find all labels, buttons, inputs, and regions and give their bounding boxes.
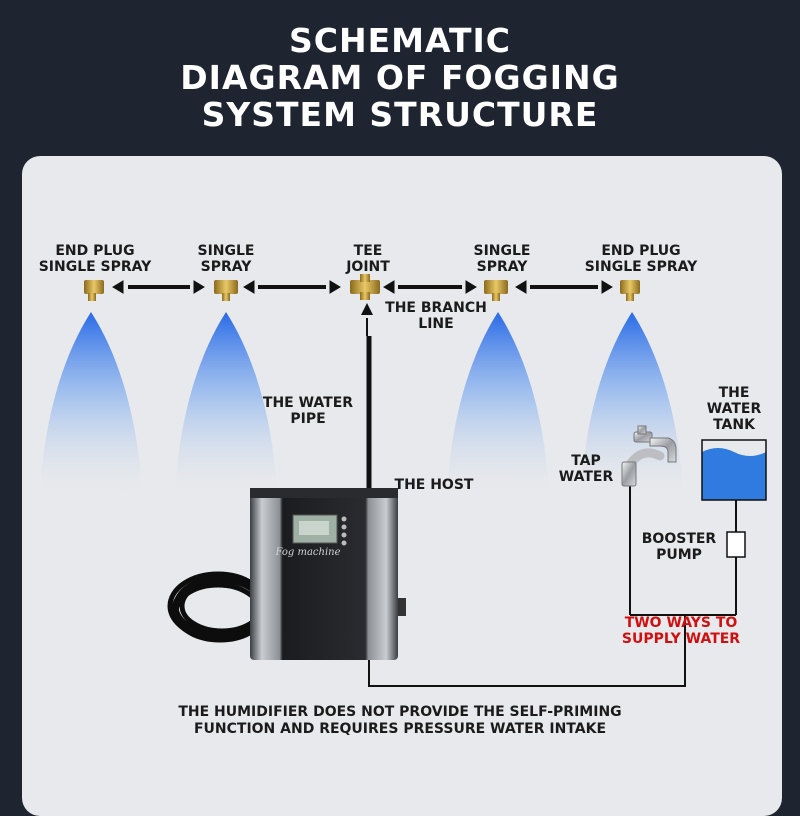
nozzle-single-right [484,280,508,301]
nozzle-end-plug-left [84,280,104,301]
label-water-pipe-1: THE WATER [262,395,354,411]
label-branch-line: THE BRANCH LINE [376,300,496,332]
nozzle-tee-joint [350,274,380,300]
label-tap-water: TAP WATER [548,453,624,485]
mist-spray-2 [175,312,277,500]
mist-spray-1 [40,312,142,500]
label-water-pipe: THE WATER PIPE [250,395,366,427]
label-tank-3: TANK [713,417,755,433]
label-water-pipe-2: PIPE [290,411,326,427]
label-two-ways-2: SUPPLY WATER [621,631,741,647]
label-end-plug-left: END PLUG SINGLE SPRAY [30,243,160,275]
footer-note: THE HUMIDIFIER DOES NOT PROVIDE THE SELF… [100,704,700,738]
label-booster-pump: BOOSTER PUMP [634,531,724,563]
footer-line-1: THE HUMIDIFIER DOES NOT PROVIDE THE SELF… [178,704,622,720]
label-host: THE HOST [384,477,484,493]
label-branch-line-2: LINE [418,316,454,332]
label-tee-joint-line2: JOINT [346,259,390,275]
label-tank-2: WATER [706,401,762,417]
label-end-plug-left-line2: SINGLE SPRAY [38,259,152,275]
label-water-tank: THE WATER TANK [694,385,774,433]
tap-faucet-icon [621,425,677,487]
label-end-plug-right-line1: END PLUG [601,243,681,259]
label-booster-1: BOOSTER [641,531,717,547]
label-tank-1: THE [718,385,750,401]
label-tee-joint-line1: TEE [353,243,383,259]
label-end-plug-right-line2: SINGLE SPRAY [584,259,698,275]
footer-line-2: FUNCTION AND REQUIRES PRESSURE WATER INT… [193,721,607,737]
machine-brand-label: Fog machine [275,547,341,558]
supply-lines [368,486,737,687]
water-pipe [361,303,373,492]
booster-pump-icon [726,531,746,558]
label-single-spray-right-line1: SINGLE [473,243,531,259]
water-tank-icon [701,439,767,501]
nozzle-end-plug-right [620,280,640,301]
label-tee-joint: TEE JOINT [318,243,418,275]
title-line-3: SYSTEM STRUCTURE [201,95,599,134]
label-booster-2: PUMP [656,547,702,563]
title-line-2: DIAGRAM OF FOGGING [180,58,620,97]
mist-spray-3 [447,312,549,500]
label-single-spray-left-line1: SINGLE [197,243,255,259]
machine-brand-text: Fog machine [268,545,348,561]
page-title: SCHEMATIC DIAGRAM OF FOGGING SYSTEM STRU… [0,22,800,133]
label-single-spray-left-line2: SPRAY [200,259,252,275]
nozzles [84,274,640,301]
label-end-plug-right: END PLUG SINGLE SPRAY [576,243,706,275]
label-tap-2: WATER [558,469,614,485]
label-single-spray-left: SINGLE SPRAY [176,243,276,275]
label-end-plug-left-line1: END PLUG [55,243,135,259]
label-single-spray-right-line2: SPRAY [476,259,528,275]
up-arrow-icon [361,303,373,315]
label-branch-line-1: THE BRANCH [385,300,487,316]
title-line-1: SCHEMATIC [289,21,511,60]
label-two-ways-1: TWO WAYS TO [624,615,738,631]
mist-sprays [40,312,683,500]
host-machine [250,488,406,660]
nozzle-single-left [214,280,238,301]
branch-line [112,280,613,294]
label-tap-1: TAP [571,453,601,469]
label-single-spray-right: SINGLE SPRAY [452,243,552,275]
label-two-ways-supply: TWO WAYS TO SUPPLY WATER [606,615,756,647]
label-host-text: THE HOST [394,477,474,493]
